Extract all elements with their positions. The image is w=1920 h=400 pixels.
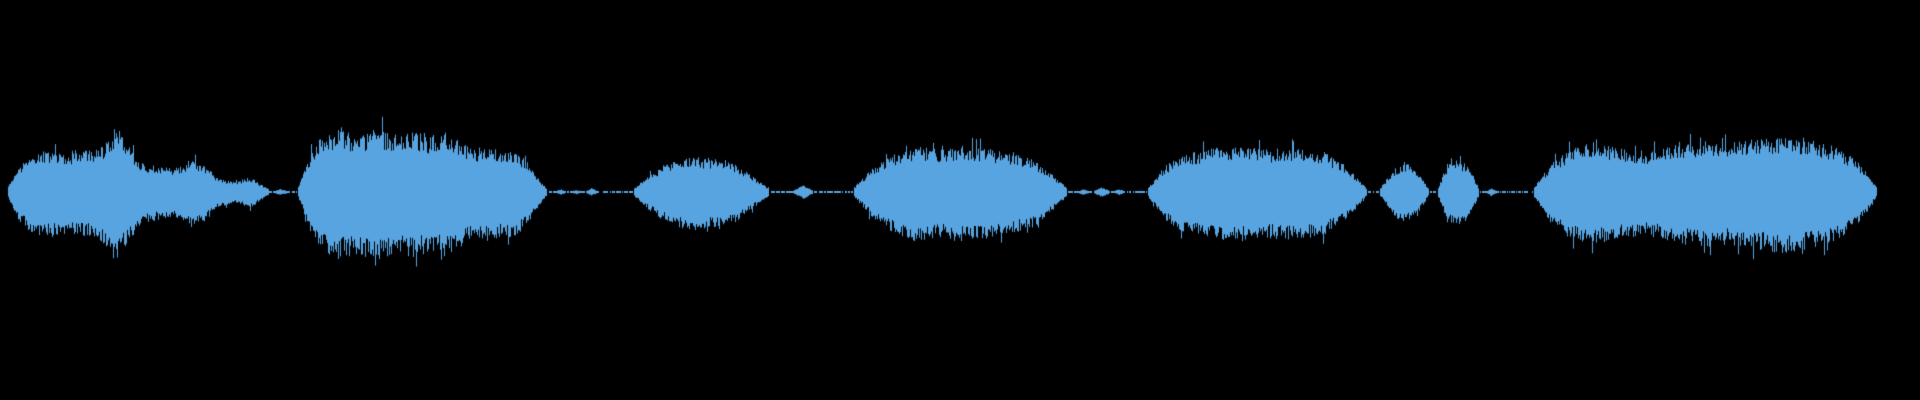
audio-waveform-track[interactable] [0,0,1920,400]
waveform-canvas[interactable] [0,0,1920,400]
